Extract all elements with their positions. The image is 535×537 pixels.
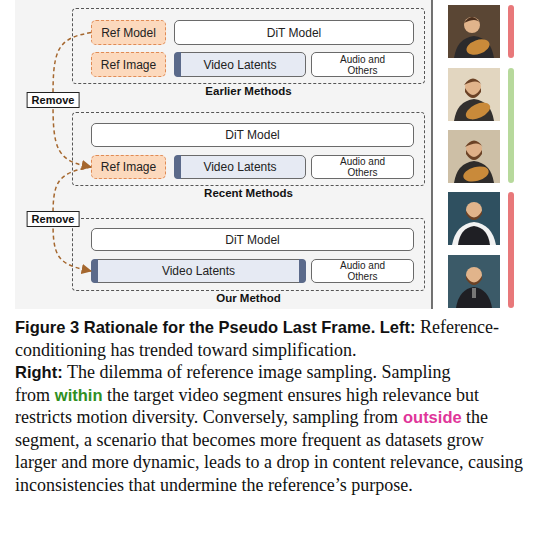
model-box: DiT Model — [91, 228, 414, 251]
caption-keyword: within — [55, 386, 103, 404]
person-body — [454, 36, 494, 58]
status-bar — [508, 5, 514, 58]
edge-label: Remove — [27, 92, 80, 108]
person-beard — [466, 276, 482, 285]
latent-box: Video Latents — [174, 155, 306, 179]
status-bar — [508, 68, 514, 183]
edge-group — [53, 33, 91, 272]
person-hair — [464, 17, 480, 23]
video-thumbnail — [448, 68, 500, 123]
reference-model-box: Ref Model — [91, 20, 166, 45]
condition-box: Audio and Others — [311, 52, 414, 77]
caption-keyword: Right: — [15, 363, 63, 381]
model-box: DiT Model — [91, 123, 414, 147]
box-label: Ref Model — [101, 26, 156, 40]
guitar — [462, 164, 491, 184]
person-beard — [466, 150, 482, 160]
thumbnail-background — [448, 192, 500, 245]
method-group: Recent MethodsDiT ModelRef ImageVideo La… — [72, 112, 425, 186]
divider-line — [431, 0, 433, 309]
caption-heading: Figure 3 Rationale for the Pseudo Last F… — [15, 318, 375, 336]
video-thumbnail — [448, 5, 500, 58]
diagram-layer: Earlier MethodsRef ModelDiT ModelRef Ima… — [0, 0, 535, 320]
reference-image-box: Ref Image — [91, 52, 166, 77]
person-body — [456, 287, 492, 308]
caption-keyword: Left: — [380, 318, 416, 336]
person-body — [452, 222, 496, 245]
person-hair — [464, 79, 482, 86]
group-heading: Recent Methods — [43, 187, 454, 199]
person-beard — [466, 211, 482, 220]
person-beard — [465, 88, 481, 98]
box-label: Audio and Others — [332, 260, 394, 282]
latent-box: Video Latents — [91, 259, 306, 283]
person-hair — [465, 141, 483, 148]
caption-keyword: outside — [403, 408, 462, 426]
thumbnail-background — [448, 5, 500, 58]
box-label: Audio and Others — [332, 156, 394, 178]
video-thumbnail — [448, 130, 500, 184]
latent-box: Video Latents — [174, 52, 306, 77]
video-thumbnail — [448, 255, 500, 308]
condition-box: Audio and Others — [311, 155, 414, 179]
box-label: Ref Image — [101, 58, 156, 72]
box-label: DiT Model — [225, 233, 279, 247]
box-label: Video Latents — [203, 160, 276, 174]
box-label: DiT Model — [225, 128, 279, 142]
edge-label: Remove — [27, 211, 80, 227]
group-heading: Our Method — [43, 292, 454, 304]
status-bar — [508, 192, 514, 308]
box-label: Video Latents — [203, 58, 276, 72]
person-head — [464, 17, 480, 33]
method-group: Earlier MethodsRef ModelDiT ModelRef Ima… — [72, 8, 425, 84]
person-jacket — [458, 226, 490, 245]
method-group: Our MethodDiT ModelVideo LatentsAudio an… — [72, 218, 425, 291]
thumbnail-background — [448, 255, 500, 308]
panel-background — [15, 0, 432, 309]
box-label: Video Latents — [162, 264, 235, 278]
condition-box: Audio and Others — [311, 259, 414, 283]
figure-caption: Figure 3 Rationale for the Pseudo Last F… — [15, 316, 523, 496]
group-heading: Earlier Methods — [43, 85, 454, 97]
guitar — [464, 36, 491, 57]
box-label: Audio and Others — [332, 54, 394, 76]
box-label: DiT Model — [267, 26, 321, 40]
video-thumbnail — [448, 192, 500, 245]
reference-image-box: Ref Image — [91, 155, 166, 179]
guitar — [463, 99, 492, 123]
box-label: Ref Image — [101, 160, 156, 174]
model-box: DiT Model — [174, 20, 414, 45]
microphone — [472, 288, 476, 298]
